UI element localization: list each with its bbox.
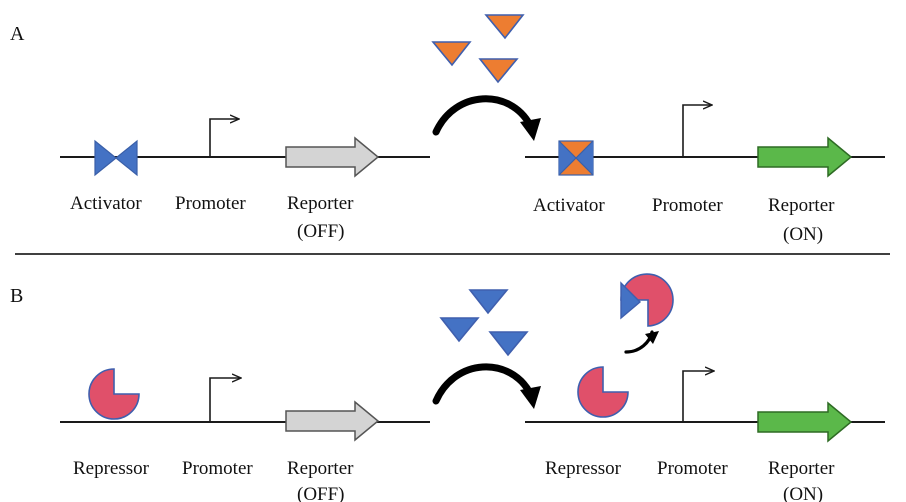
promoter-arrow bbox=[209, 119, 238, 157]
repressor-inducer-complex bbox=[620, 273, 674, 327]
reporter-state-label: (ON) bbox=[783, 484, 823, 502]
panel-a-letter: A bbox=[10, 23, 25, 45]
promoter-arrow bbox=[682, 105, 711, 157]
repressor-label: Repressor bbox=[73, 458, 150, 479]
reporter-off-arrow bbox=[285, 400, 380, 442]
promoter-label: Promoter bbox=[657, 458, 728, 479]
repressor-symbol bbox=[577, 366, 629, 418]
promoter-arrow bbox=[682, 371, 713, 422]
activator-label: Activator bbox=[533, 195, 605, 216]
panel-a: A Activator Promoter Reporter (OFF) bbox=[10, 14, 885, 245]
panel-b-right-construct: Repressor Promoter Reporter (ON) bbox=[525, 273, 885, 502]
promoter-label: Promoter bbox=[175, 193, 246, 214]
inducer-triangle bbox=[468, 289, 509, 315]
reporter-label: Reporter bbox=[287, 193, 354, 214]
promoter-label: Promoter bbox=[652, 195, 723, 216]
reporter-off-arrow bbox=[285, 136, 380, 178]
repressor-symbol bbox=[88, 368, 140, 420]
inducer-triangle bbox=[431, 41, 472, 67]
reporter-on-arrow bbox=[757, 401, 853, 443]
panel-b-letter: B bbox=[10, 285, 23, 307]
activator-symbol bbox=[94, 139, 138, 177]
transition-arrow bbox=[432, 95, 541, 141]
reporter-state-label: (ON) bbox=[783, 224, 823, 245]
release-arrow bbox=[624, 330, 659, 354]
promoter-arrow bbox=[209, 378, 240, 422]
activator-inducer-complex bbox=[558, 140, 594, 176]
inducer-triangle bbox=[439, 317, 480, 343]
repressor-label: Repressor bbox=[545, 458, 622, 479]
promoter-label: Promoter bbox=[182, 458, 253, 479]
reporter-state-label: (OFF) bbox=[297, 484, 345, 502]
panel-b-left-construct: Repressor Promoter Reporter (OFF) bbox=[60, 368, 430, 502]
reporter-label: Reporter bbox=[768, 458, 835, 479]
reporter-state-label: (OFF) bbox=[297, 221, 345, 242]
inducer-triangle bbox=[478, 58, 519, 84]
panel-b: B Repressor Promoter Reporter (OFF) bbox=[10, 273, 885, 502]
reporter-on-arrow bbox=[757, 136, 853, 178]
panel-a-right-construct: Activator Promoter Reporter (ON) bbox=[525, 105, 885, 245]
transition-arrow bbox=[432, 363, 541, 409]
inducer-triangle bbox=[488, 331, 529, 357]
activator-label: Activator bbox=[70, 193, 142, 214]
panel-a-left-construct: Activator Promoter Reporter (OFF) bbox=[60, 119, 430, 242]
reporter-label: Reporter bbox=[768, 195, 835, 216]
reporter-label: Reporter bbox=[287, 458, 354, 479]
inducer-triangle bbox=[484, 14, 525, 40]
